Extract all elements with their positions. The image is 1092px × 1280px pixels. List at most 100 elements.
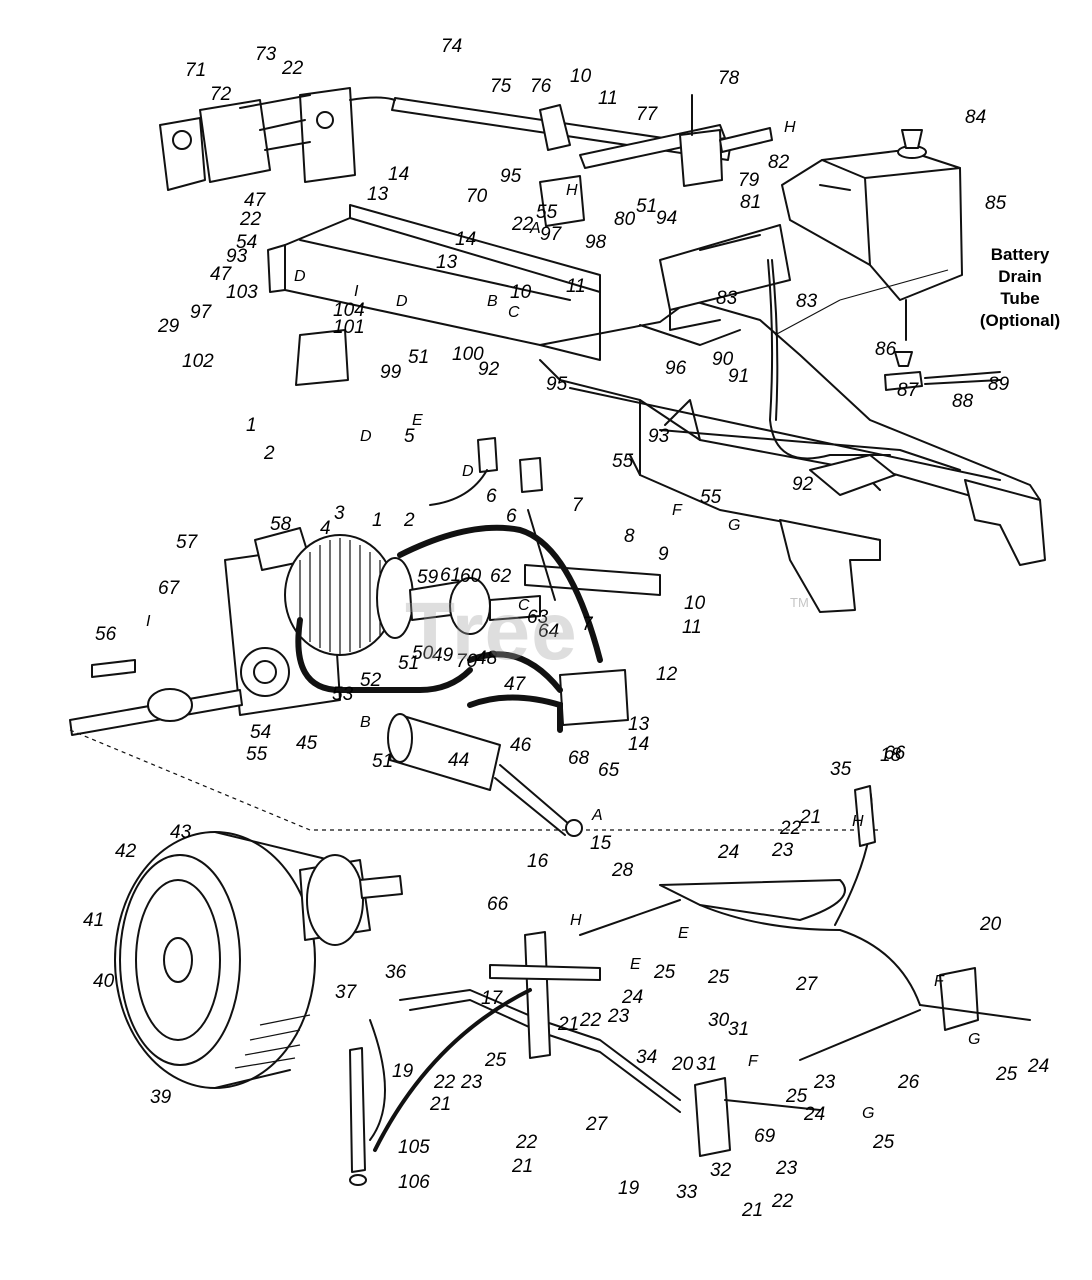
connection-letter-label: G [728,517,740,534]
connection-letter-label: C [518,597,530,614]
part-number-label: 11 [682,617,702,638]
part-number-label: 80 [614,209,636,230]
part-number-label: 70 [456,651,478,672]
part-number-label: 92 [478,359,500,380]
connection-letter-label: I [146,613,151,630]
part-number-label: 23 [607,1006,630,1027]
connection-letter-label: G [968,1031,980,1048]
part-number-label: 84 [965,107,986,128]
part-number-label: 63 [527,607,549,628]
part-number-label: 7 [582,614,594,635]
part-number-label: 2 [403,510,415,531]
part-number-label: 22 [771,1191,794,1212]
part-number-label: 25 [653,962,676,983]
part-number-label: 93 [648,426,670,447]
connection-letter-label: D [396,293,408,310]
part-number-label: 64 [538,621,559,642]
part-number-label: 53 [332,684,354,705]
part-number-label: 22 [433,1072,456,1093]
part-number-label: 10 [570,66,592,87]
part-number-label: 92 [792,474,814,495]
fuel-tank [767,129,1001,460]
connection-letter-label: D [462,463,474,480]
part-number-label: 81 [740,192,761,213]
part-number-label: 25 [785,1086,808,1107]
part-number-label: 24 [621,987,643,1008]
part-number-label: 47 [244,190,267,211]
seat-bracket-assembly [159,87,356,191]
part-number-label: 9 [658,544,669,565]
connection-letter-label: F [934,973,945,990]
part-number-label: 51 [636,196,657,217]
part-number-label: 22 [779,818,802,839]
part-number-label: 18 [880,745,902,766]
part-number-label: 55 [246,744,268,765]
part-number-label: 105 [398,1137,430,1158]
part-number-label: 14 [388,164,409,185]
part-number-label: 5 [404,426,415,447]
part-number-label: 10 [684,593,706,614]
part-number-label: 39 [150,1087,172,1108]
part-number-label: 13 [628,714,650,735]
control-linkage [349,785,1031,1186]
tractor-frame [267,204,1046,613]
callout-line: Drain [998,267,1042,286]
connection-letter-label: D [360,428,372,445]
part-number-label: 99 [380,362,402,383]
part-number-label: 12 [656,664,678,685]
part-number-label: 67 [158,578,181,599]
part-number-label: 28 [611,860,634,881]
connection-letter-label: H [784,119,796,136]
part-number-label: 51 [398,653,419,674]
part-number-label: 74 [441,36,462,57]
part-number-label: 24 [803,1104,825,1125]
part-number-label: 47 [210,264,233,285]
part-number-label: 62 [490,566,512,587]
part-number-label: 8 [624,526,635,547]
part-number-label: 10 [510,282,532,303]
part-number-label: 102 [182,351,214,372]
part-number-label: 49 [432,645,454,666]
part-number-label: 59 [417,567,439,588]
connection-letter-label: B [487,293,498,310]
part-number-label: 55 [612,451,634,472]
connection-letter-label: E [412,412,423,429]
part-number-label: 55 [536,202,558,223]
rear-axle [69,659,880,831]
connection-letter-label: A [591,807,603,824]
part-number-label: 68 [568,748,590,769]
part-number-label: 51 [372,751,393,772]
part-number-label: 23 [813,1072,836,1093]
part-number-label: 6 [506,506,517,527]
part-number-label: 46 [510,735,532,756]
connection-letter-label: E [630,956,641,973]
callout-line: (Optional) [979,311,1061,330]
part-number-label: 57 [176,532,199,553]
trademark-mark: TM [790,595,809,610]
part-number-label: 91 [728,366,749,387]
part-number-label: 16 [527,851,549,872]
part-number-label: 33 [676,1182,698,1203]
part-number-label: 24 [717,842,739,863]
part-number-label: 52 [360,670,382,691]
connection-letter-label: H [570,912,582,929]
connection-letter-label: A [529,220,541,237]
part-number-label: 104 [333,300,365,321]
connection-letter-label: B [360,714,371,731]
part-number-label: 97 [190,302,213,323]
part-number-label: 97 [540,224,563,245]
part-number-label: 21 [429,1094,451,1115]
part-number-label: 83 [716,288,738,309]
part-number-label: 6 [486,486,497,507]
part-number-label: 13 [436,252,458,273]
part-number-label: 58 [270,514,292,535]
part-number-label: 54 [250,722,271,743]
part-number-label: 21 [557,1014,579,1035]
part-number-label: 71 [185,60,206,81]
part-number-label: 7 [572,495,584,516]
part-number-label: 61 [440,565,461,586]
part-number-label: 73 [255,44,277,65]
part-number-label: 89 [988,374,1010,395]
